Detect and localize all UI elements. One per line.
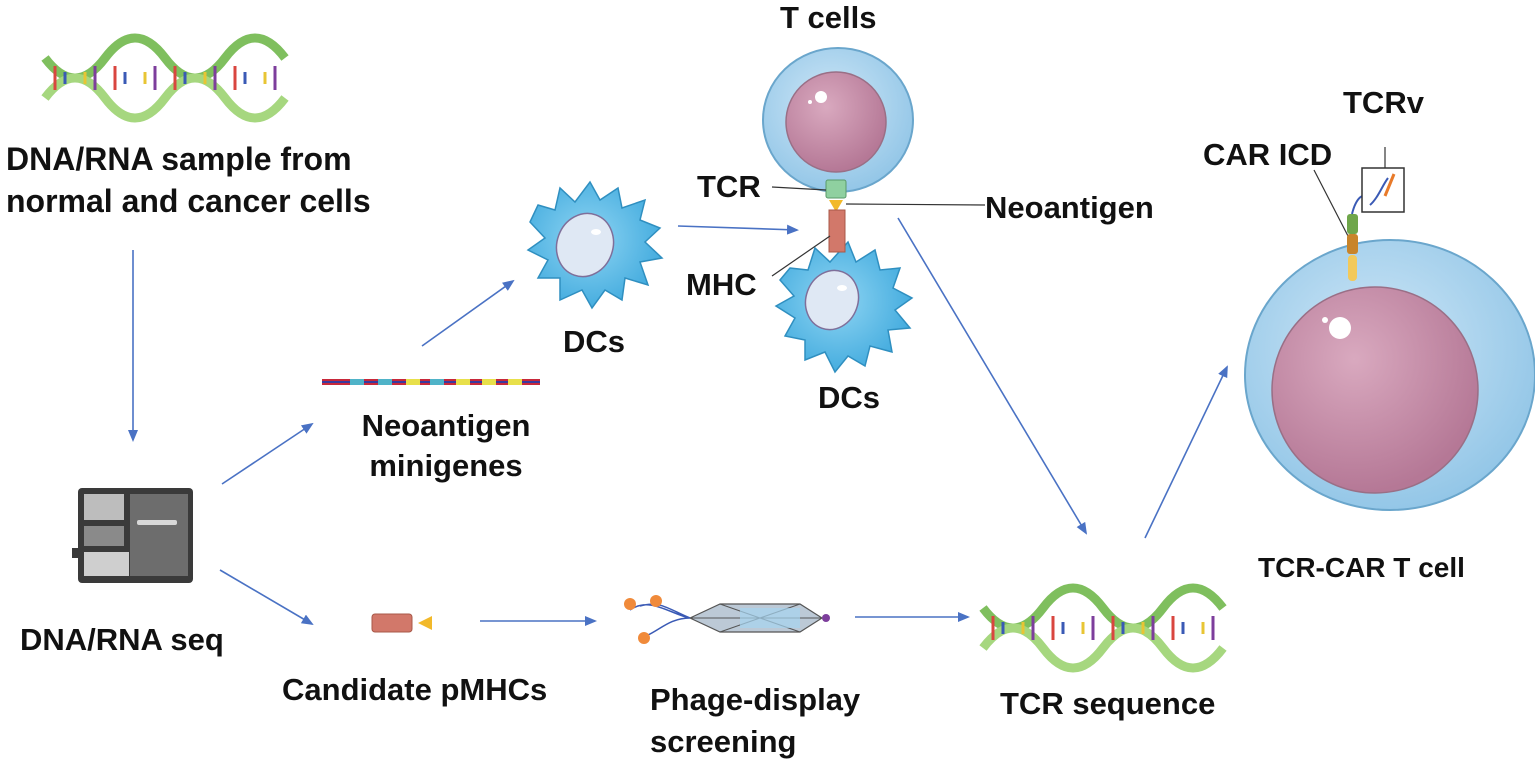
arrow-seq-to-minigenes bbox=[221, 422, 314, 485]
label-t-cells: T cells bbox=[780, 0, 877, 35]
label-dcs-left: DCs bbox=[563, 324, 625, 359]
car-t-cell-icon bbox=[1244, 167, 1535, 511]
label-dna-rna-seq: DNA/RNA seq bbox=[20, 622, 224, 657]
label-candidate-pmhcs: Candidate pMHCs bbox=[282, 672, 547, 707]
label-phage-display-1: Phage-display bbox=[650, 682, 861, 717]
tcr-dna-helix-icon bbox=[979, 583, 1227, 673]
phage-icon bbox=[624, 595, 830, 644]
minigene-strip-icon bbox=[322, 379, 540, 385]
arrow-tcrseq-to-cart bbox=[1144, 365, 1228, 539]
label-dcs-bottom: DCs bbox=[818, 380, 880, 415]
label-tcr-car-t-cell: TCR-CAR T cell bbox=[1258, 552, 1465, 583]
label-dna-sample-line1: DNA/RNA sample from bbox=[6, 141, 352, 177]
label-tcr: TCR bbox=[697, 169, 761, 204]
label-neoantigen: Neoantigen bbox=[985, 190, 1154, 225]
arrow-seq-to-pmhc bbox=[219, 569, 314, 626]
dendritic-cell-bottom-icon bbox=[774, 240, 914, 374]
label-dna-sample-line2: normal and cancer cells bbox=[6, 183, 371, 219]
pmhc-icon bbox=[371, 613, 432, 633]
tcr-complex-icon bbox=[825, 179, 847, 253]
t-cell-icon bbox=[762, 47, 914, 193]
dendritic-cell-icon bbox=[526, 180, 664, 310]
arrows bbox=[128, 217, 1228, 626]
label-neoantigen-minigenes-1: Neoantigen bbox=[362, 408, 531, 443]
leader-lines bbox=[771, 147, 1386, 277]
label-tcr-sequence: TCR sequence bbox=[1000, 686, 1215, 721]
dna-helix-icon bbox=[41, 33, 289, 123]
arrow-dc-to-tcell bbox=[677, 224, 799, 235]
label-phage-display-2: screening bbox=[650, 724, 796, 759]
label-car-icd: CAR ICD bbox=[1203, 137, 1332, 172]
arrow-minigenes-to-dc bbox=[421, 279, 515, 347]
label-neoantigen-minigenes-2: minigenes bbox=[369, 448, 522, 483]
label-mhc: MHC bbox=[686, 267, 757, 302]
arrow-tcell-to-tcrseq bbox=[897, 217, 1088, 535]
label-tcrv: TCRv bbox=[1343, 85, 1425, 120]
sequencer-icon bbox=[72, 488, 193, 583]
